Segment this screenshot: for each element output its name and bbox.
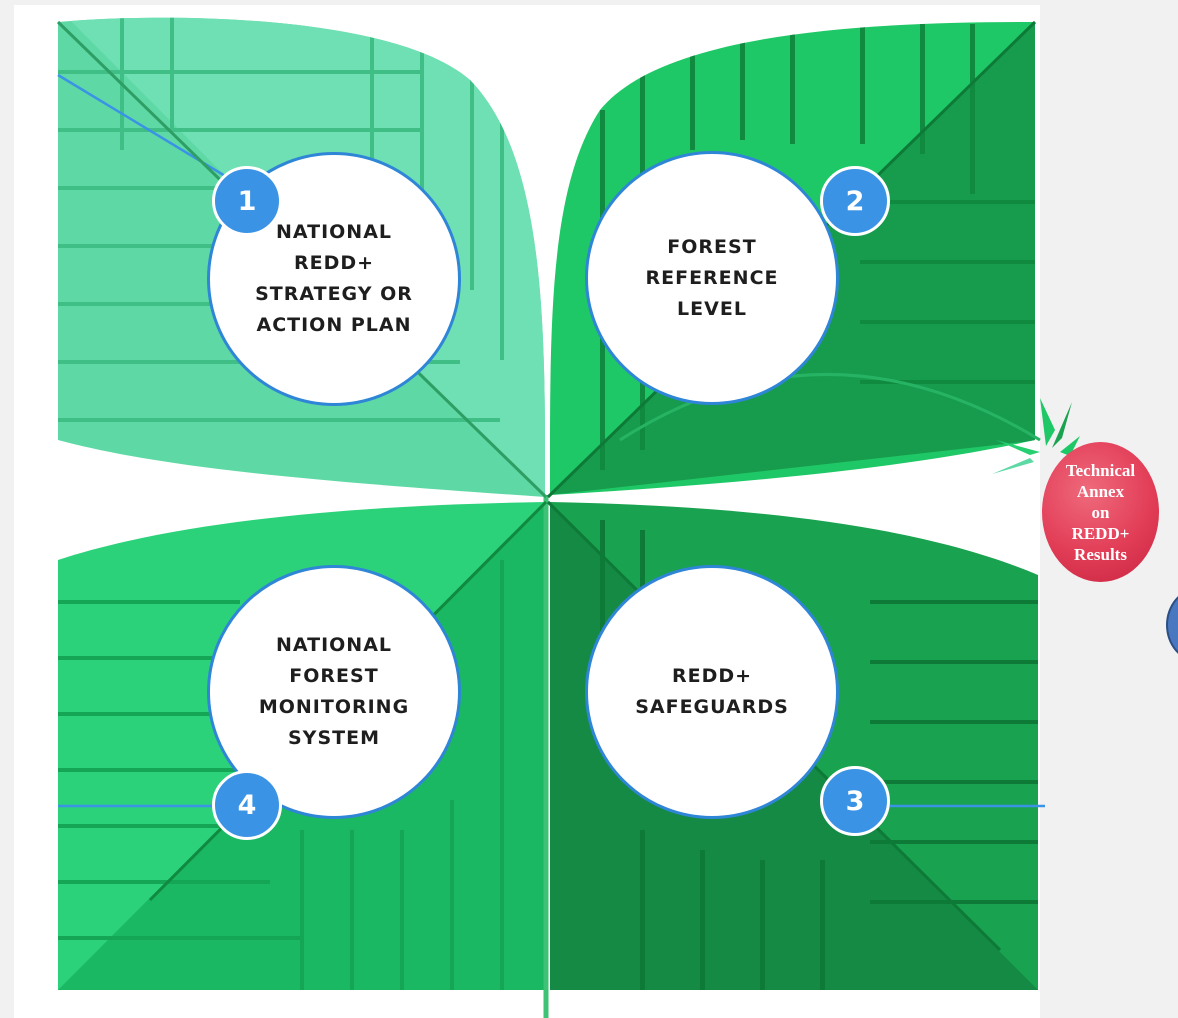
element-2-badge: 2 — [820, 166, 890, 236]
element-1-label: NATIONAL REDD+ STRATEGY OR ACTION PLAN — [255, 221, 413, 336]
element-3-badge: 3 — [820, 766, 890, 836]
element-4-label: NATIONAL FOREST MONITORING SYSTEM — [258, 634, 410, 749]
element-3-label: REDD+ SAFEGUARDS — [635, 665, 789, 718]
technical-annex-fruit: Technical Annex on REDD+ Results — [1042, 442, 1159, 582]
element-1-badge: 1 — [212, 166, 282, 236]
technical-annex-label: Technical Annex on REDD+ Results — [1065, 460, 1136, 564]
element-2-label: FOREST REFERENCE LEVEL — [645, 235, 779, 320]
element-4-badge: 4 — [212, 770, 282, 840]
element-3-circle: REDD+ SAFEGUARDS — [585, 565, 839, 819]
sprout-leaves — [992, 398, 1080, 474]
element-2-circle: FOREST REFERENCE LEVEL — [585, 151, 839, 405]
element-4-circle: NATIONAL FOREST MONITORING SYSTEM — [207, 565, 461, 819]
